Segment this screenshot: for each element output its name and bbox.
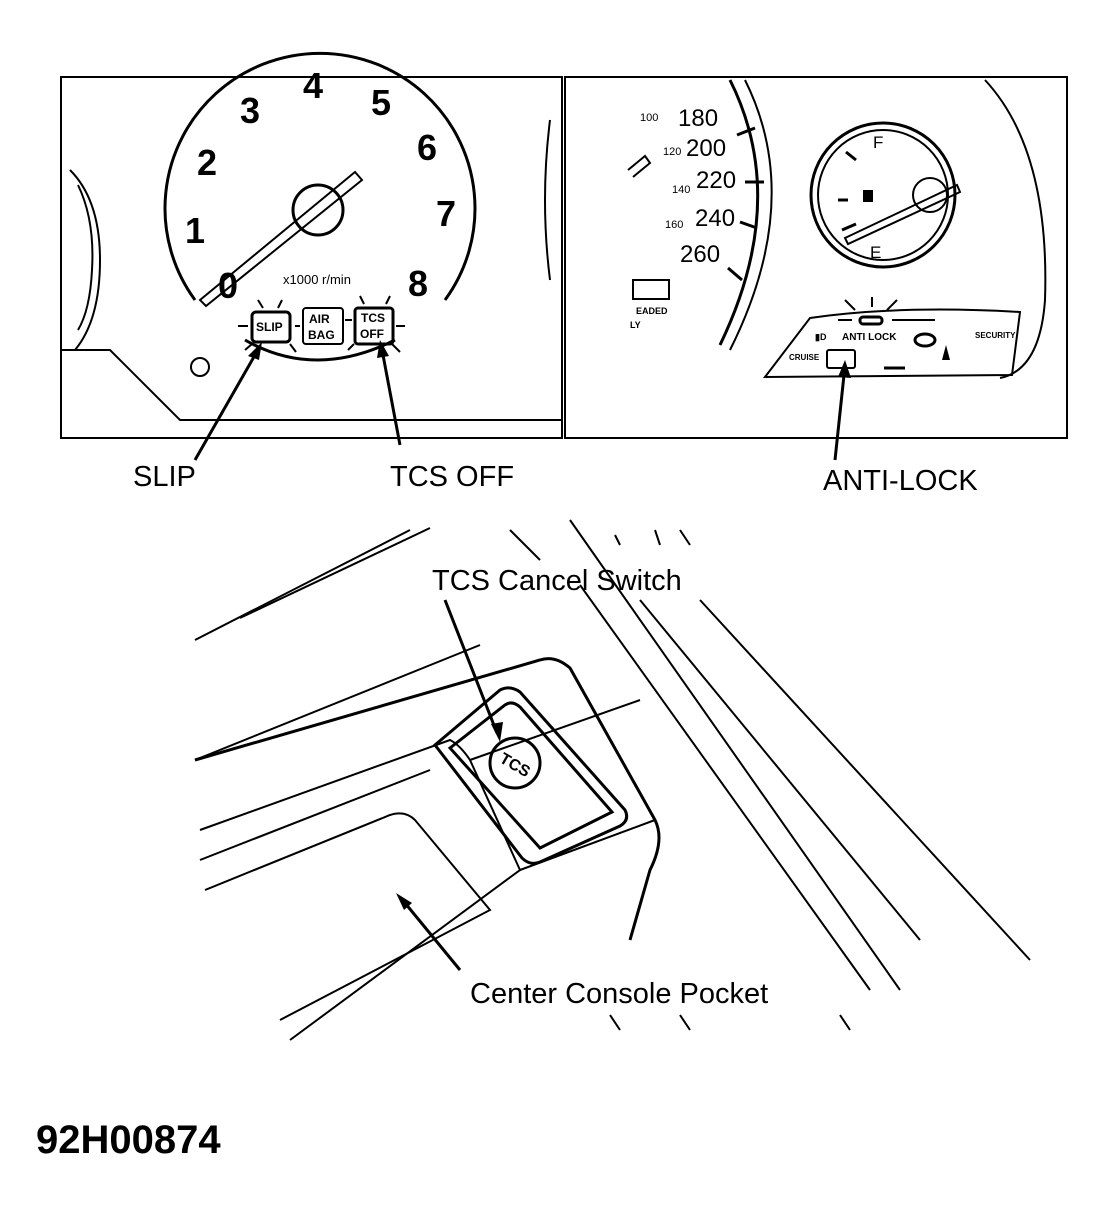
security-label: SECURITY [975, 331, 1016, 340]
callout-arrows-top [193, 340, 851, 461]
tach-5: 5 [371, 82, 391, 123]
svg-text:140: 140 [672, 184, 690, 196]
figure-id: 92H00874 [36, 1118, 221, 1162]
svg-text:EADED: EADED [636, 306, 668, 316]
tach-needle [198, 170, 364, 308]
svg-text:TCS: TCS [361, 311, 385, 325]
tachometer: 0 1 2 3 4 5 6 7 8 x1000 r/min SLIP AIR B… [163, 51, 477, 362]
svg-text:200: 200 [686, 135, 726, 162]
svg-text:▮D: ▮D [815, 332, 827, 342]
instrument-cluster-left-panel: 0 1 2 3 4 5 6 7 8 x1000 r/min SLIP AIR B… [60, 51, 563, 439]
airbag-indicator: AIR BAG [302, 307, 344, 345]
tach-1: 1 [185, 210, 205, 251]
tach-3: 3 [240, 90, 260, 131]
svg-text:LY: LY [630, 320, 641, 330]
fuel-gauge: F E [809, 121, 962, 269]
cruise-label: CRUISE [789, 353, 820, 362]
svg-text:E: E [870, 243, 881, 262]
svg-text:260: 260 [680, 241, 720, 268]
knob [190, 357, 210, 377]
svg-text:BAG: BAG [308, 328, 335, 342]
adjacent-gauge-edge [69, 169, 102, 351]
anti-lock-label: ANTI LOCK [842, 332, 897, 343]
svg-text:SLIP: SLIP [256, 320, 283, 334]
svg-text:180: 180 [678, 105, 718, 132]
warning-light-panel: ▮D ANTI LOCK CRUISE SECURITY [762, 297, 1022, 379]
tcs-off-indicator: TCS OFF [345, 295, 405, 353]
fuel-pump-icon [863, 190, 873, 202]
tach-8: 8 [408, 263, 428, 304]
center-console-pocket-label: Center Console Pocket [470, 978, 768, 1010]
tach-7: 7 [436, 193, 456, 234]
tcs-cancel-switch-label: TCS Cancel Switch [432, 565, 682, 597]
tach-2: 2 [197, 142, 217, 183]
speedometer: 180 200 220 240 260 100 120 140 160 EADE… [627, 105, 764, 330]
svg-text:240: 240 [695, 205, 735, 232]
slip-indicator: SLIP [238, 299, 300, 353]
tach-0: 0 [218, 265, 238, 306]
svg-text:F: F [873, 133, 883, 152]
cruise-lamp [826, 349, 856, 369]
svg-text:OFF: OFF [360, 327, 384, 341]
fuel-needle [843, 183, 962, 246]
slip-callout-label: SLIP [133, 461, 196, 493]
svg-text:160: 160 [665, 219, 683, 231]
needle-hub [291, 183, 345, 237]
anti-lock-lamp [858, 315, 884, 326]
svg-text:100: 100 [640, 112, 658, 124]
instrument-cluster-right-panel: 180 200 220 240 260 100 120 140 160 EADE… [564, 76, 1068, 439]
tcs-switch-label: TCS [497, 750, 533, 781]
svg-text:AIR: AIR [309, 312, 330, 326]
anti-lock-callout-label: ANTI-LOCK [823, 465, 978, 497]
tcs-off-callout-label: TCS OFF [390, 461, 514, 493]
tach-4: 4 [303, 65, 323, 106]
svg-text:120: 120 [663, 146, 681, 158]
dash-trim [62, 349, 562, 421]
tach-6: 6 [417, 127, 437, 168]
speedometer-rim [718, 79, 760, 346]
center-console-illustration: TCS [194, 519, 1031, 1041]
tach-unit: x1000 r/min [283, 272, 351, 287]
svg-text:220: 220 [696, 167, 736, 194]
